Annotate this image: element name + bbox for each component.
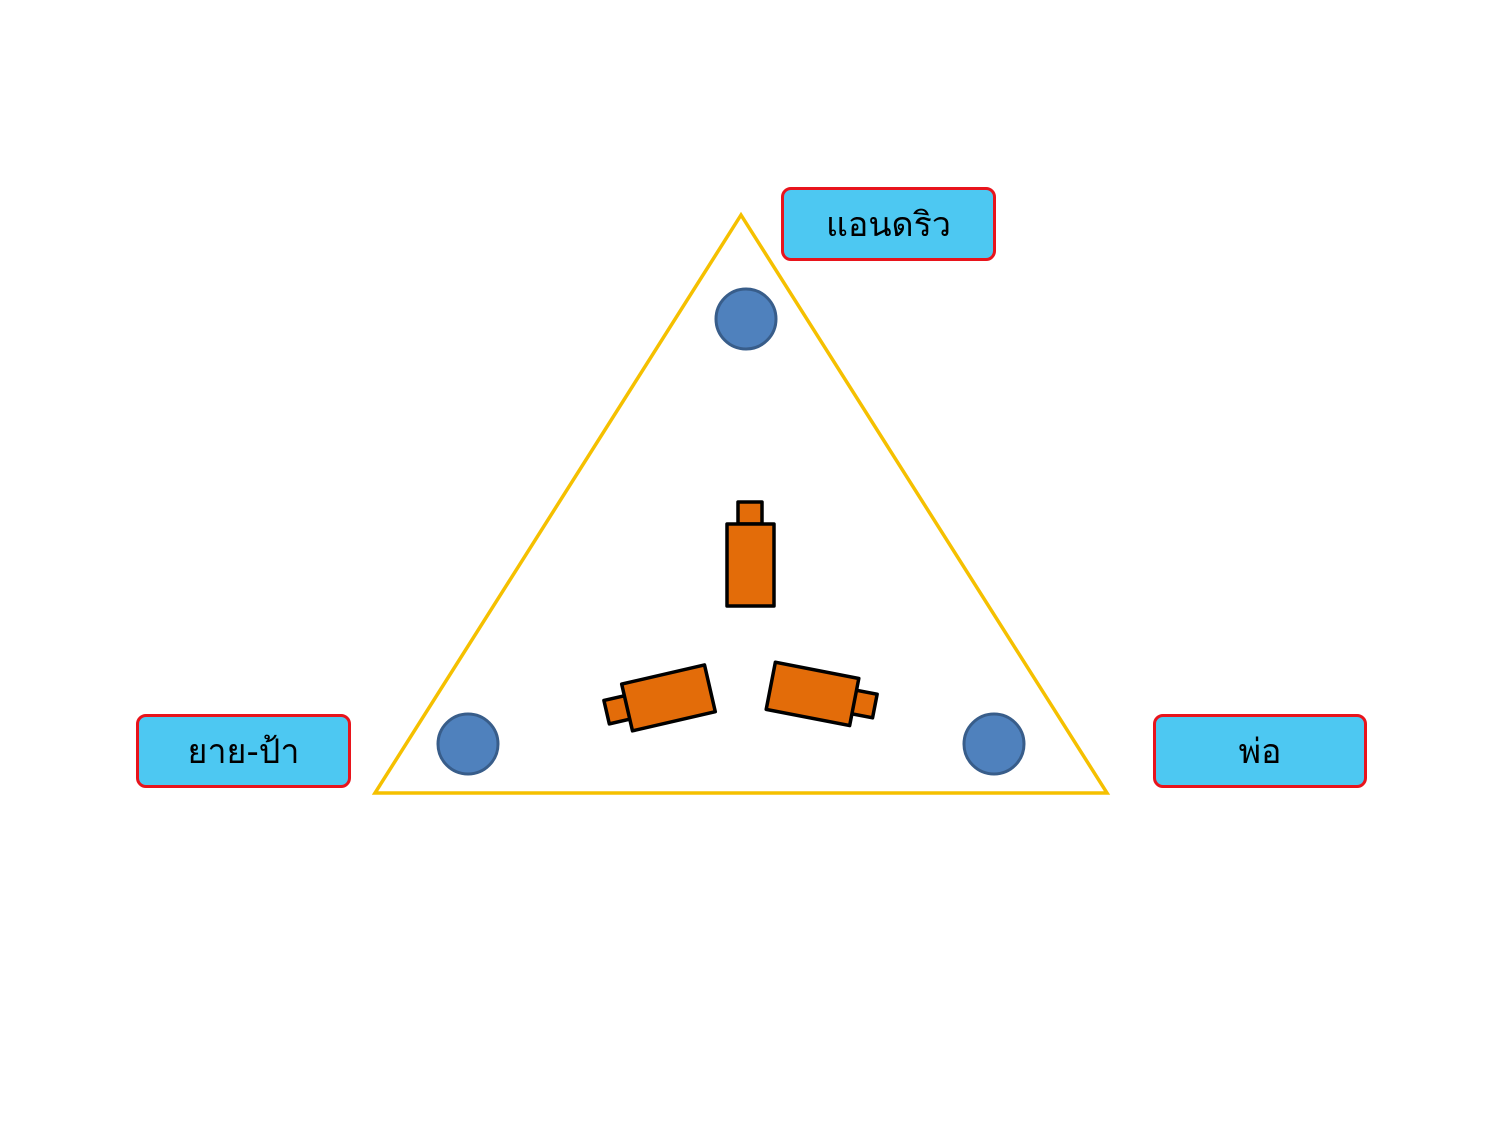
camera-top-icon	[725, 500, 776, 608]
person-right	[962, 712, 1026, 776]
label-top-text: แอนดริว	[825, 205, 951, 245]
label-left: ยาย-ป้า	[136, 714, 351, 788]
label-right: พ่อ	[1153, 714, 1367, 788]
person-top	[714, 287, 778, 351]
label-left-text: ยาย-ป้า	[187, 732, 300, 772]
camera-right-icon	[764, 660, 879, 728]
triangle-outline	[371, 211, 1111, 795]
person-left	[436, 712, 500, 776]
label-right-text: พ่อ	[1238, 732, 1282, 772]
camera-left-icon	[602, 663, 718, 733]
label-top: แอนดริว	[781, 187, 996, 261]
